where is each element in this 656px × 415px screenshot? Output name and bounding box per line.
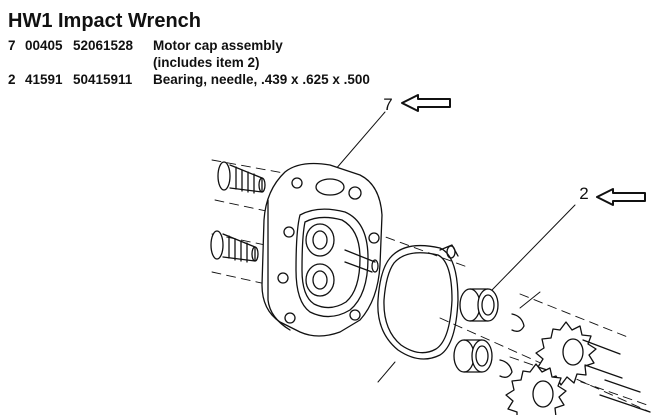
leader-lines <box>334 111 576 383</box>
drive-shaft <box>599 379 651 413</box>
item-number: 7 <box>8 38 16 53</box>
screw-upper <box>217 161 266 194</box>
rotor-gear-upper <box>535 321 623 386</box>
retaining-clip-upper <box>511 313 525 332</box>
part-description: Bearing, needle, .439 x .625 x .500 <box>153 72 370 87</box>
parts-row-7: 7 00405 52061528 Motor cap assembly <box>8 37 370 54</box>
part-description: Motor cap assembly <box>153 38 283 53</box>
gasket <box>377 244 459 360</box>
page-title: HW1 Impact Wrench <box>8 10 201 32</box>
item-number: 2 <box>8 72 16 87</box>
motor-cap-housing <box>261 162 383 337</box>
parts-row-2: 2 41591 50415911 Bearing, needle, .439 x… <box>8 71 370 88</box>
part-number: 50415911 <box>73 72 133 87</box>
retaining-clip-lower <box>499 359 513 378</box>
model-code: 41591 <box>25 72 63 87</box>
needle-bearing-upper <box>459 288 499 322</box>
rotor-gear-lower <box>505 363 567 415</box>
part-description-note: (includes item 2) <box>153 55 260 70</box>
arrow-pointer-item-2 <box>596 188 646 206</box>
model-code: 00405 <box>25 38 63 53</box>
callout-item-2: 2 <box>579 184 588 203</box>
callout-item-7: 7 <box>383 95 392 114</box>
needle-bearing-lower <box>453 339 493 373</box>
screw-lower <box>210 230 259 263</box>
part-number: 52061528 <box>73 38 134 53</box>
parts-list: 7 00405 52061528 Motor cap assembly (inc… <box>8 37 370 88</box>
arrow-pointer-item-7 <box>401 94 451 112</box>
